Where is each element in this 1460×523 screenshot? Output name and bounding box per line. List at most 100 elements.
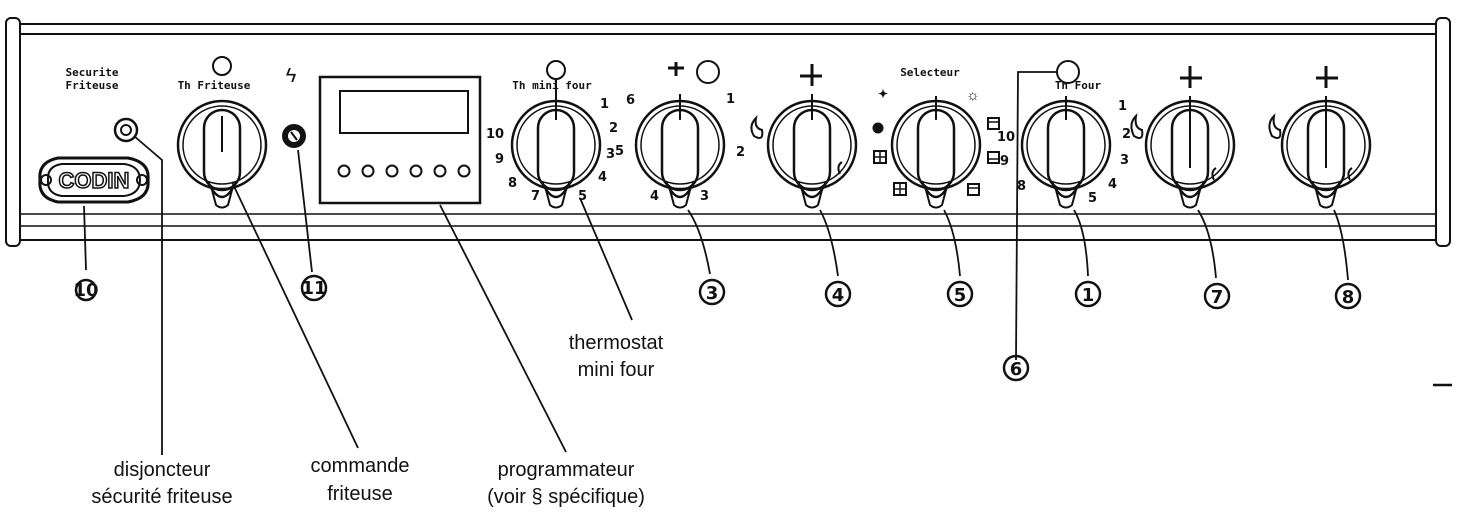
flame-icon: [750, 114, 764, 139]
leader-lines: [83, 71, 1349, 455]
caption-disjoncteur: disjoncteur sécurité friteuse: [91, 459, 232, 508]
grill-icon-2: [893, 182, 907, 196]
callout-6-text: 6: [1010, 359, 1023, 380]
burner-3-scale-3: 3: [700, 189, 709, 204]
lamp-icon: ☼: [966, 87, 980, 104]
dot-icon: [872, 122, 884, 134]
caption-disjoncteur-line2: sécurité friteuse: [91, 486, 232, 508]
caption-commande-friteuse: commande friteuse: [311, 455, 410, 505]
mini-oven-scale-9: 9: [495, 152, 504, 167]
callout-6: 6: [1002, 354, 1030, 382]
fryer-label: Th Friteuse: [178, 79, 251, 92]
mini-oven-scale: 1 2 3 5 4 5 7 8 9 10: [486, 97, 624, 204]
burner-3-scale-2: 2: [736, 145, 745, 160]
flame-icon-burner-8: [1268, 113, 1282, 139]
grill-icon-1: [873, 150, 887, 164]
oven-scale-2: 2: [1122, 127, 1131, 142]
mini-oven-scale-2: 2: [609, 121, 618, 136]
logo-text: CODIN: [59, 168, 130, 193]
oven-thermostat-knob[interactable]: [1020, 60, 1112, 209]
oven-bottom-icon: [967, 183, 980, 196]
burner-3-scale: 6 1 2 4 3: [626, 92, 745, 204]
codin-logo: CODIN: [38, 156, 150, 204]
selector-label: Selecteur: [900, 66, 960, 79]
oven-scale-3: 3: [1120, 153, 1129, 168]
programmer-button-5[interactable]: [433, 164, 447, 178]
caption-disjoncteur-line1: disjoncteur: [114, 459, 211, 481]
selector-scale-9: 9: [1000, 154, 1009, 169]
oven-scale: 1 2 3 4 5 8: [1017, 99, 1131, 206]
oven-top-icon-9: [987, 151, 1000, 164]
callout-1: 1: [1074, 280, 1102, 308]
caption-programmateur: programmateur (voir § spécifique): [487, 459, 645, 508]
oven-top-icon-10: [987, 117, 1000, 130]
caption-programmateur-line1: programmateur: [498, 459, 635, 481]
burner-7-indicator: [1180, 66, 1202, 88]
panel-right-endcap: [1435, 17, 1451, 247]
burner-knob-3[interactable]: [634, 94, 726, 209]
mini-oven-scale-8: 8: [508, 176, 517, 191]
oven-scale-4: 4: [1108, 177, 1117, 192]
programmer[interactable]: [318, 75, 482, 205]
burner-3-scale-1: 1: [726, 92, 735, 107]
mini-oven-scale-4: 4: [598, 170, 607, 185]
fan-icon: ✦: [878, 87, 888, 101]
caption-commande-line2: friteuse: [327, 483, 393, 505]
callout-5: 5: [946, 280, 974, 308]
programmer-button-1[interactable]: [337, 164, 351, 178]
burner-3-scale-6: 6: [626, 93, 635, 108]
caption-commande-line1: commande: [311, 455, 410, 477]
callout-1-text: 1: [1082, 285, 1095, 306]
mini-oven-scale-3-5: 5: [615, 144, 624, 159]
security-label-line1: Securite: [66, 66, 119, 79]
oven-scale-5: 5: [1088, 191, 1097, 206]
oven-scale-8: 8: [1017, 179, 1026, 194]
callout-11-text: 11: [301, 278, 326, 299]
mini-oven-label: Th mini four: [512, 79, 592, 92]
mini-oven-scale-7: 7: [531, 189, 540, 204]
burner-3-scale-4: 4: [650, 189, 659, 204]
caption-thermostat-mini-four: thermostat mini four: [569, 332, 664, 381]
caption-thermostat-line2: mini four: [578, 359, 655, 381]
caption-thermostat-line1: thermostat: [569, 332, 664, 354]
programmer-display: [339, 90, 469, 134]
programmer-button-6[interactable]: [457, 164, 471, 178]
programmer-button-4[interactable]: [409, 164, 423, 178]
ignition-button[interactable]: [282, 124, 306, 148]
callout-4: 4: [824, 280, 852, 308]
burner-knob-8[interactable]: [1280, 96, 1372, 209]
callout-8-text: 8: [1342, 287, 1355, 308]
oven-scale-1: 1: [1118, 99, 1127, 114]
lightning-icon: ϟ: [286, 65, 297, 87]
oven-label: Th Four: [1055, 79, 1102, 92]
programmer-button-2[interactable]: [361, 164, 375, 178]
selector-icons: ✦ ☼ 10 9: [872, 87, 1015, 196]
burner-knob-4[interactable]: [766, 94, 858, 209]
callout-3-text: 3: [706, 283, 719, 304]
burner-8-indicator: [1316, 66, 1338, 88]
oven-selector-knob[interactable]: [890, 96, 982, 209]
fryer-safety-breaker[interactable]: [113, 117, 139, 143]
mini-oven-scale-3: 3: [606, 147, 615, 162]
mini-oven-scale-10: 10: [486, 127, 504, 142]
callout-10: 10: [73, 278, 99, 302]
callout-11: 11: [300, 274, 328, 302]
burner-4-indicator: [800, 64, 822, 86]
fryer-thermostat-knob[interactable]: [176, 56, 268, 209]
programmer-button-3[interactable]: [385, 164, 399, 178]
mini-oven-scale-5: 5: [578, 189, 587, 204]
panel-left-endcap: [5, 17, 21, 247]
mini-oven-scale-1: 1: [600, 97, 609, 112]
flame-icon-oven: [1130, 113, 1144, 139]
callout-4-text: 4: [832, 285, 845, 306]
mini-oven-thermostat-knob[interactable]: [510, 60, 602, 209]
callout-7-text: 7: [1211, 287, 1224, 308]
burner-3-indicator: [668, 60, 720, 84]
callout-8: 8: [1334, 282, 1362, 310]
burner-knob-7[interactable]: [1144, 96, 1236, 209]
callouts: 10 11 3 4 5 1 7 8: [73, 274, 1362, 382]
callout-7: 7: [1203, 282, 1231, 310]
callout-3: 3: [698, 278, 726, 306]
security-label-line2: Friteuse: [66, 79, 119, 92]
